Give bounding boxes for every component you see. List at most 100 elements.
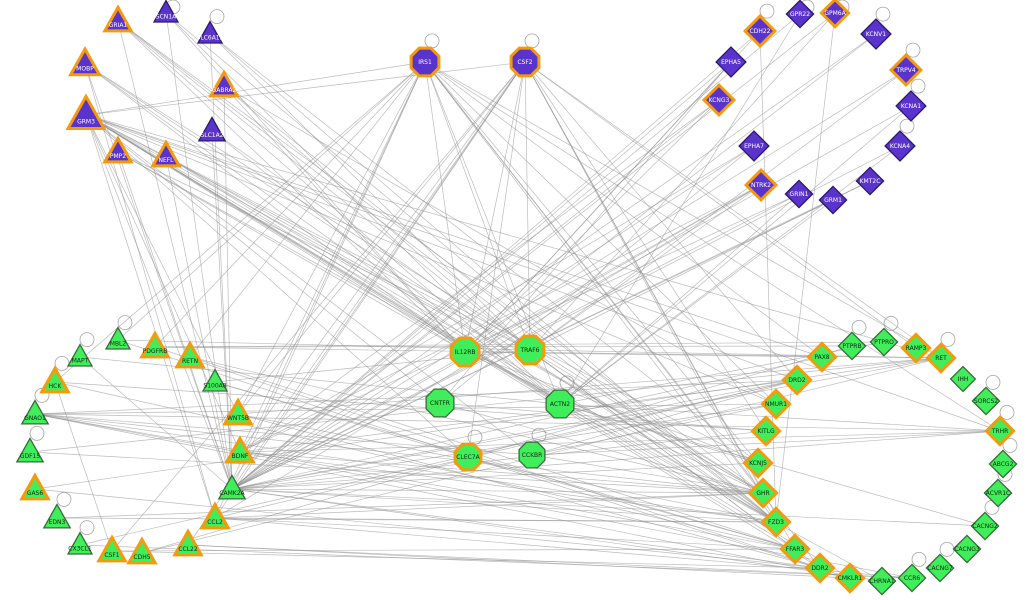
node-GPM6A[interactable]: GPM6A <box>819 0 851 29</box>
octagon-shape-CSF2 <box>509 46 541 78</box>
node-PTPRB[interactable]: PTPRB <box>837 331 867 361</box>
node-TRAF6[interactable]: TRAF6 <box>514 334 546 366</box>
node-SORCS2[interactable]: SORCS2 <box>971 386 1001 416</box>
edge-CNTFR-GHR <box>439 402 764 494</box>
edge-MOBP-ACTN2 <box>84 63 561 405</box>
diamond-shape-CDH22 <box>742 13 778 49</box>
edge-NTRK2-TRAF6 <box>529 184 762 351</box>
edge-GRM3-PAX8 <box>85 114 823 358</box>
edge-CSF2-CSF1 <box>111 61 526 552</box>
node-CHRNA1[interactable]: CHRNA1 <box>867 566 897 596</box>
node-ABCG2[interactable]: ABCG2 <box>988 449 1018 479</box>
edge-KMT2C-TRAF6 <box>529 180 871 351</box>
node-TRHR[interactable]: TRHR <box>984 415 1016 447</box>
node-GABRA2[interactable]: GABRA2 <box>208 69 240 98</box>
triangle-shape-MAPT <box>66 343 94 367</box>
node-KCNV1[interactable]: KCNV1 <box>860 18 892 50</box>
node-HCK[interactable]: HCK <box>39 365 71 394</box>
node-GRIN1[interactable]: GRIN1 <box>784 179 814 209</box>
edge-PDGFRB-DDR2 <box>154 346 821 569</box>
node-CCR6[interactable]: CCR6 <box>897 563 927 593</box>
node-RET[interactable]: RET <box>925 342 957 374</box>
edge-EPHA7-BDNF <box>239 145 755 453</box>
edge-GRIN1-CAMK2A <box>231 193 800 490</box>
node-SLC1A2[interactable]: SLC1A2 <box>197 116 227 142</box>
edge-CSF1-DDR2 <box>111 550 821 569</box>
node-CACNG3[interactable]: CACNG3 <box>952 534 982 564</box>
edge-CDH22-FZD3 <box>759 30 777 523</box>
edge-CSF2-RAMP3 <box>524 61 917 349</box>
node-IRS1[interactable]: IRS1 <box>409 46 441 78</box>
node-CSF1[interactable]: CSF1 <box>96 534 128 563</box>
edge-GRM3-CLEC7A <box>85 114 469 458</box>
diamond-shape-KCNA4 <box>884 130 916 162</box>
node-S100A8[interactable]: S100A8 <box>201 368 229 392</box>
triangle-shape-EDN3 <box>42 503 72 529</box>
node-EDN3[interactable]: EDN3 <box>42 503 72 529</box>
triangle-shape-GRM3 <box>65 93 107 130</box>
node-ACTN2[interactable]: ACTN2 <box>545 389 575 419</box>
edge-GNAO1-CCKBR <box>34 413 533 456</box>
diamond-shape-EPHA5 <box>715 46 747 78</box>
node-SCN1A[interactable]: SCN1A <box>152 0 180 23</box>
node-GPR22[interactable]: GPR22 <box>785 0 815 29</box>
node-CDH22[interactable]: CDH22 <box>742 13 778 49</box>
node-MBL2[interactable]: MBL2 <box>104 326 132 350</box>
edge-CSF2-FZD3 <box>524 61 777 523</box>
node-CSF2[interactable]: CSF2 <box>509 46 541 78</box>
edge-GRIN1-ACTN2 <box>559 193 800 405</box>
node-GNAO1[interactable]: GNAO1 <box>20 399 50 425</box>
node-GRIA1[interactable]: GRIA1 <box>102 4 134 33</box>
node-ACVR1C[interactable]: ACVR1C <box>983 478 1013 508</box>
triangle-shape-PMP2 <box>102 135 134 164</box>
edge-CCL22-CCR6 <box>187 544 913 579</box>
edge-ACTN2-TRHR <box>559 403 1001 432</box>
node-KITLG[interactable]: KITLG <box>750 415 782 447</box>
node-KCNJ5[interactable]: KCNJ5 <box>742 447 774 479</box>
edge-EPHA5-CAMK2A <box>231 61 732 490</box>
node-TRPV4[interactable]: TRPV4 <box>888 52 924 88</box>
node-KCNA1[interactable]: KCNA1 <box>895 90 927 122</box>
diamond-shape-GHR <box>747 477 779 509</box>
self-loop-SLC6A12 <box>209 9 225 25</box>
edge-layer <box>29 12 1001 582</box>
node-WNT5B[interactable]: WNT5B <box>222 397 254 426</box>
node-PMP2[interactable]: PMP2 <box>102 135 134 164</box>
node-CCKBR[interactable]: CCKBR <box>518 441 546 469</box>
node-DDR2[interactable]: DDR2 <box>804 552 836 584</box>
diamond-shape-GPM6A <box>819 0 851 29</box>
node-CCL22[interactable]: CCL22 <box>172 528 204 557</box>
node-GDF15[interactable]: GDF15 <box>15 437 45 463</box>
node-CLEC7A[interactable]: CLEC7A <box>453 442 483 472</box>
self-loop-MAPT <box>79 332 95 348</box>
edge-IRS1-TRHR <box>424 61 1001 432</box>
node-IHH[interactable]: IHH <box>949 365 977 393</box>
node-GAS6[interactable]: GAS6 <box>19 472 51 501</box>
diamond-shape-FZD3 <box>760 506 792 538</box>
node-CACNG7[interactable]: CACNG7 <box>925 553 955 583</box>
edge-EPHA7-CNTFR <box>439 145 755 404</box>
edge-IRS1-WNT5B <box>237 61 426 415</box>
node-CNTFR[interactable]: CNTFR <box>425 388 455 418</box>
node-KMT2C[interactable]: KMT2C <box>855 166 885 196</box>
node-SLC6A12[interactable]: SLC6A12 <box>197 20 224 44</box>
node-GRM1[interactable]: GRM1 <box>818 185 848 215</box>
diamond-shape-CACNG2 <box>970 511 1000 541</box>
edge-KCNA4-ACTN2 <box>559 145 901 405</box>
diamond-shape-EPHA7 <box>738 130 770 162</box>
node-KCNA4[interactable]: KCNA4 <box>884 130 916 162</box>
triangle-shape-GDF15 <box>15 437 45 463</box>
edge-IRS1-CCL2 <box>214 61 426 519</box>
node-IL12RB[interactable]: IL12RB <box>449 336 481 368</box>
diamond-shape-GRM1 <box>818 185 848 215</box>
node-MOBP[interactable]: MOBP <box>68 46 102 77</box>
edge-CSF2-BDNF <box>239 61 526 453</box>
edge-GRM3-KCNJ5 <box>85 114 759 464</box>
node-MAPT[interactable]: MAPT <box>66 343 94 367</box>
edge-GRIN1-BDNF <box>239 193 800 453</box>
node-PTPRO[interactable]: PTPRO <box>869 327 899 357</box>
node-NTRK2[interactable]: NTRK2 <box>743 167 779 203</box>
node-CACNG2[interactable]: CACNG2 <box>970 511 1000 541</box>
edge-GAS6-DDR2 <box>34 488 821 569</box>
edge-ACTN2-CACNG2 <box>559 403 986 527</box>
